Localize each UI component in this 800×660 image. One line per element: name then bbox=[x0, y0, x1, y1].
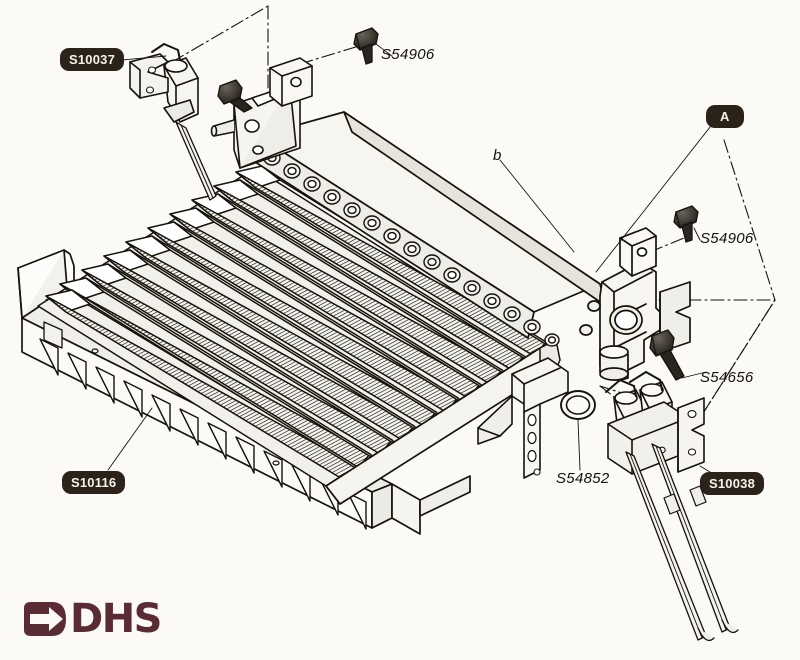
dhs-wordmark: DHS bbox=[70, 596, 163, 642]
ignitor-electrode-part bbox=[129, 43, 217, 201]
bolt-right-part bbox=[673, 205, 699, 243]
bolt-lower-right-part bbox=[649, 329, 685, 381]
oring-part bbox=[560, 390, 596, 420]
arrow-right-in-rounded-square-icon bbox=[24, 602, 66, 636]
callout-label-s54906-right: S54906 bbox=[700, 230, 754, 247]
callout-badge-s10116[interactable]: S10116 bbox=[62, 471, 126, 494]
callout-label-s54906-top: S54906 bbox=[381, 46, 435, 63]
callout-badge-s10037[interactable]: S10037 bbox=[60, 48, 125, 71]
callout-label-b: b bbox=[493, 147, 502, 164]
callout-label-s54852: S54852 bbox=[556, 470, 610, 487]
callout-badge-s10038[interactable]: S10038 bbox=[700, 472, 765, 495]
callout-badge-a[interactable]: A bbox=[706, 105, 744, 128]
center-mounting-bracket bbox=[477, 357, 569, 479]
twin-electrode-part bbox=[605, 371, 739, 642]
burner-manifold bbox=[210, 57, 691, 381]
leader-lines bbox=[107, 43, 715, 473]
bolt-top-part bbox=[353, 27, 379, 65]
callout-label-s54656: S54656 bbox=[700, 369, 754, 386]
dhs-logo: DHS bbox=[22, 596, 163, 642]
bolt-fitted-left bbox=[217, 79, 253, 113]
finned-heat-exchanger bbox=[37, 165, 561, 505]
